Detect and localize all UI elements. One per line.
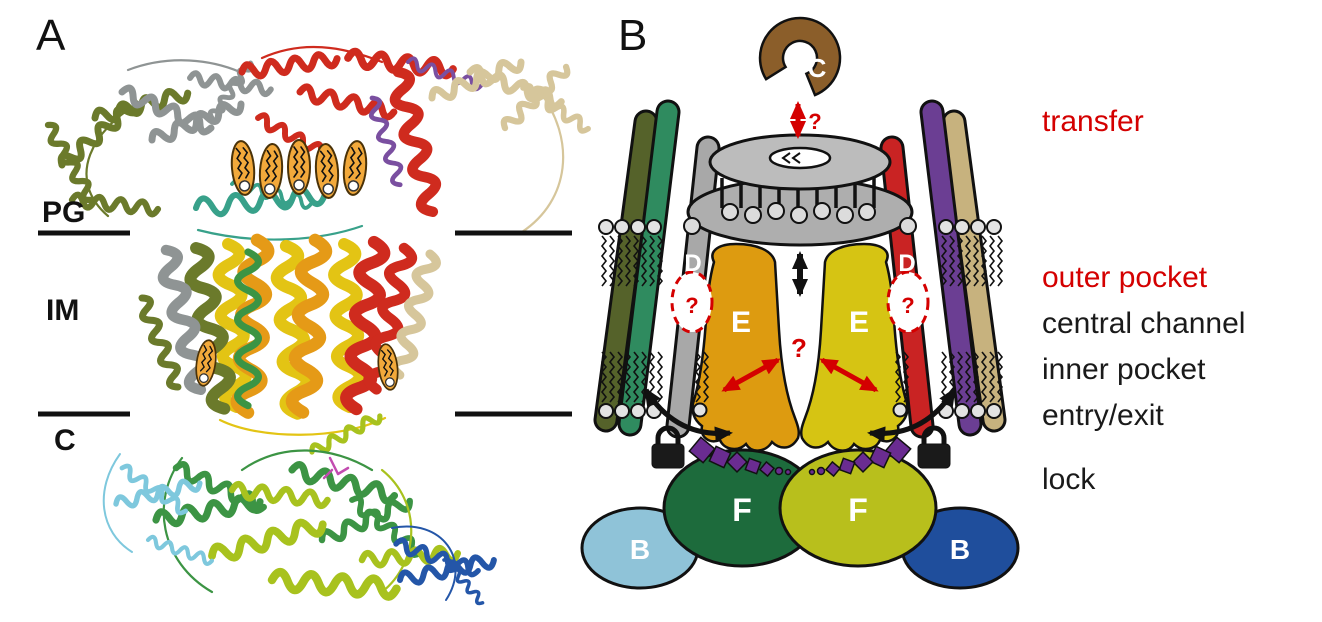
- membrane-boundary-lines: [38, 230, 572, 417]
- ribbon-cytoplasmic-domain: [102, 411, 496, 608]
- inner-pocket-arrow-right: [819, 357, 879, 393]
- cytoplasm-label: C: [54, 424, 76, 457]
- phospholipid-chain-left: [688, 436, 792, 478]
- mlad-ring-assembly: [683, 133, 917, 247]
- mlab-label-left: B: [630, 534, 650, 565]
- tm-rod-tan-right: [941, 109, 1007, 433]
- periplasm-pg-label: PG: [42, 196, 85, 229]
- transfer-question-mark: ?: [808, 109, 821, 134]
- lock-icon-right: [917, 425, 951, 469]
- inner-pocket-question-mark: ?: [791, 333, 807, 363]
- annotation-outer-pocket: outer pocket: [1042, 261, 1208, 294]
- mlaf-ovals: [662, 448, 938, 568]
- annotation-entry-exit: entry/exit: [1042, 399, 1164, 432]
- tm-rod-green-left: [617, 99, 681, 437]
- outer-pocket-right: [886, 270, 930, 334]
- mlae-label-left: E: [731, 306, 751, 339]
- entry-exit-arrow-left: [643, 387, 733, 443]
- tm-rod-olive-left: [593, 109, 659, 433]
- mlab-label-right: B: [950, 534, 970, 565]
- pore-marks: [781, 152, 801, 164]
- mlaf-oval-right: [778, 448, 938, 568]
- phospholipid-chain-right: [808, 436, 912, 478]
- annotation-central-channel: central channel: [1042, 307, 1245, 340]
- outer-pocket-left: [670, 270, 714, 334]
- mlaf-label-left: F: [732, 492, 752, 528]
- outer-leaflet-right: [938, 219, 1003, 287]
- ligand-sticks: [322, 456, 350, 480]
- mlad-label-left: D: [684, 250, 701, 277]
- mlae-blob-left: [691, 242, 801, 452]
- annotation-transfer: transfer: [1042, 105, 1144, 138]
- panel-b: B: [580, 11, 1245, 590]
- panel-a: A: [36, 11, 591, 608]
- mlad-ring-pore: [768, 146, 832, 170]
- ribbon-periplasmic-domain: [43, 45, 591, 241]
- outer-leaflet-left: [598, 219, 663, 287]
- annotation-inner-pocket: inner pocket: [1042, 353, 1206, 386]
- lipid-headgroup-balls: [683, 202, 917, 235]
- outer-pocket-question-mark-left: ?: [685, 293, 698, 318]
- mlac-horseshoe: [758, 16, 842, 97]
- inner-membrane-label: IM: [46, 294, 79, 327]
- inner-pocket-arrow-left: [721, 357, 781, 393]
- mlad-label-right: D: [898, 250, 915, 277]
- annotation-lock: lock: [1042, 463, 1096, 496]
- panel-b-label: B: [618, 11, 647, 60]
- outer-pocket-question-mark-right: ?: [901, 293, 914, 318]
- mlae-label-right: E: [849, 306, 869, 339]
- panel-a-label: A: [36, 11, 66, 60]
- mlae-blob-right: [799, 242, 909, 452]
- lock-icon-left: [651, 425, 685, 469]
- mlaf-label-right: F: [848, 492, 868, 528]
- mlac-label: C: [808, 53, 827, 83]
- ribbon-transmembrane-domain: [136, 239, 438, 436]
- entry-exit-arrow-right: [867, 387, 957, 443]
- annotation-labels: transfer outer pocket central channel in…: [1042, 105, 1245, 496]
- protein-ribbon-structure: [43, 45, 591, 608]
